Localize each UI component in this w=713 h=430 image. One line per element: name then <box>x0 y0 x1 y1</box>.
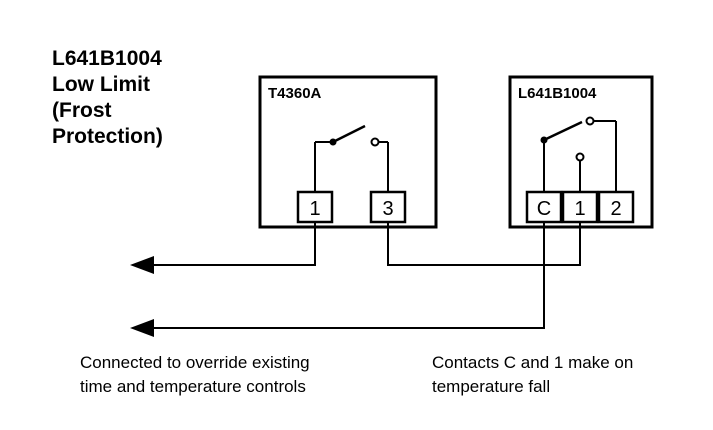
t4360a-contact <box>370 137 380 147</box>
l641b1004-switch-blade <box>543 120 583 142</box>
diagram-title: L641B1004 Low Limit (Frost Protection) <box>52 46 163 150</box>
contacts-caption-line1: Contacts C and 1 make on <box>432 353 634 372</box>
t4360a-switch-blade <box>332 124 366 144</box>
override-caption: Connected to override existing time and … <box>80 351 310 399</box>
l641b1004-terminal-c-label: C <box>537 198 551 220</box>
l641b1004-terminal-2 <box>597 190 635 224</box>
l641b1004-terminal-c <box>525 190 563 224</box>
wire-l641b1004-c-to-lower-arrow <box>150 222 545 329</box>
l641b1004-terminal-1 <box>561 190 599 224</box>
upper-arrow-head <box>130 256 154 274</box>
override-caption-line2: time and temperature controls <box>80 377 306 396</box>
l641b1004-contact-2 <box>585 116 595 126</box>
t4360a-terminal-3-label: 3 <box>382 198 393 220</box>
wire-t4360a-1-to-upper-arrow <box>150 222 316 266</box>
t4360a-terminal-1 <box>296 190 334 224</box>
l641b1004-contact-1 <box>575 152 585 162</box>
override-caption-line1: Connected to override existing <box>80 353 310 372</box>
lower-arrow-head <box>130 319 154 337</box>
l641b1004-terminal-1-label: 1 <box>574 198 585 220</box>
l641b1004-terminal-2-label: 2 <box>610 198 621 220</box>
t4360a-terminal-1-label: 1 <box>309 198 320 220</box>
l641b1004-label: L641B1004 <box>518 85 597 102</box>
t4360a-terminal-3 <box>369 190 407 224</box>
contacts-caption-line2: temperature fall <box>432 377 551 396</box>
title-line-frost: (Frost <box>52 99 112 122</box>
t4360a-label: T4360A <box>268 85 322 102</box>
contacts-caption: Contacts C and 1 make on temperature fal… <box>432 351 633 399</box>
title-line-description: Low Limit <box>52 73 150 96</box>
title-line-protection: Protection) <box>52 125 163 148</box>
wire-t4360a-3-to-l641b1004-1 <box>387 222 581 266</box>
t4360a-box <box>258 75 438 229</box>
title-line-model: L641B1004 <box>52 47 162 70</box>
